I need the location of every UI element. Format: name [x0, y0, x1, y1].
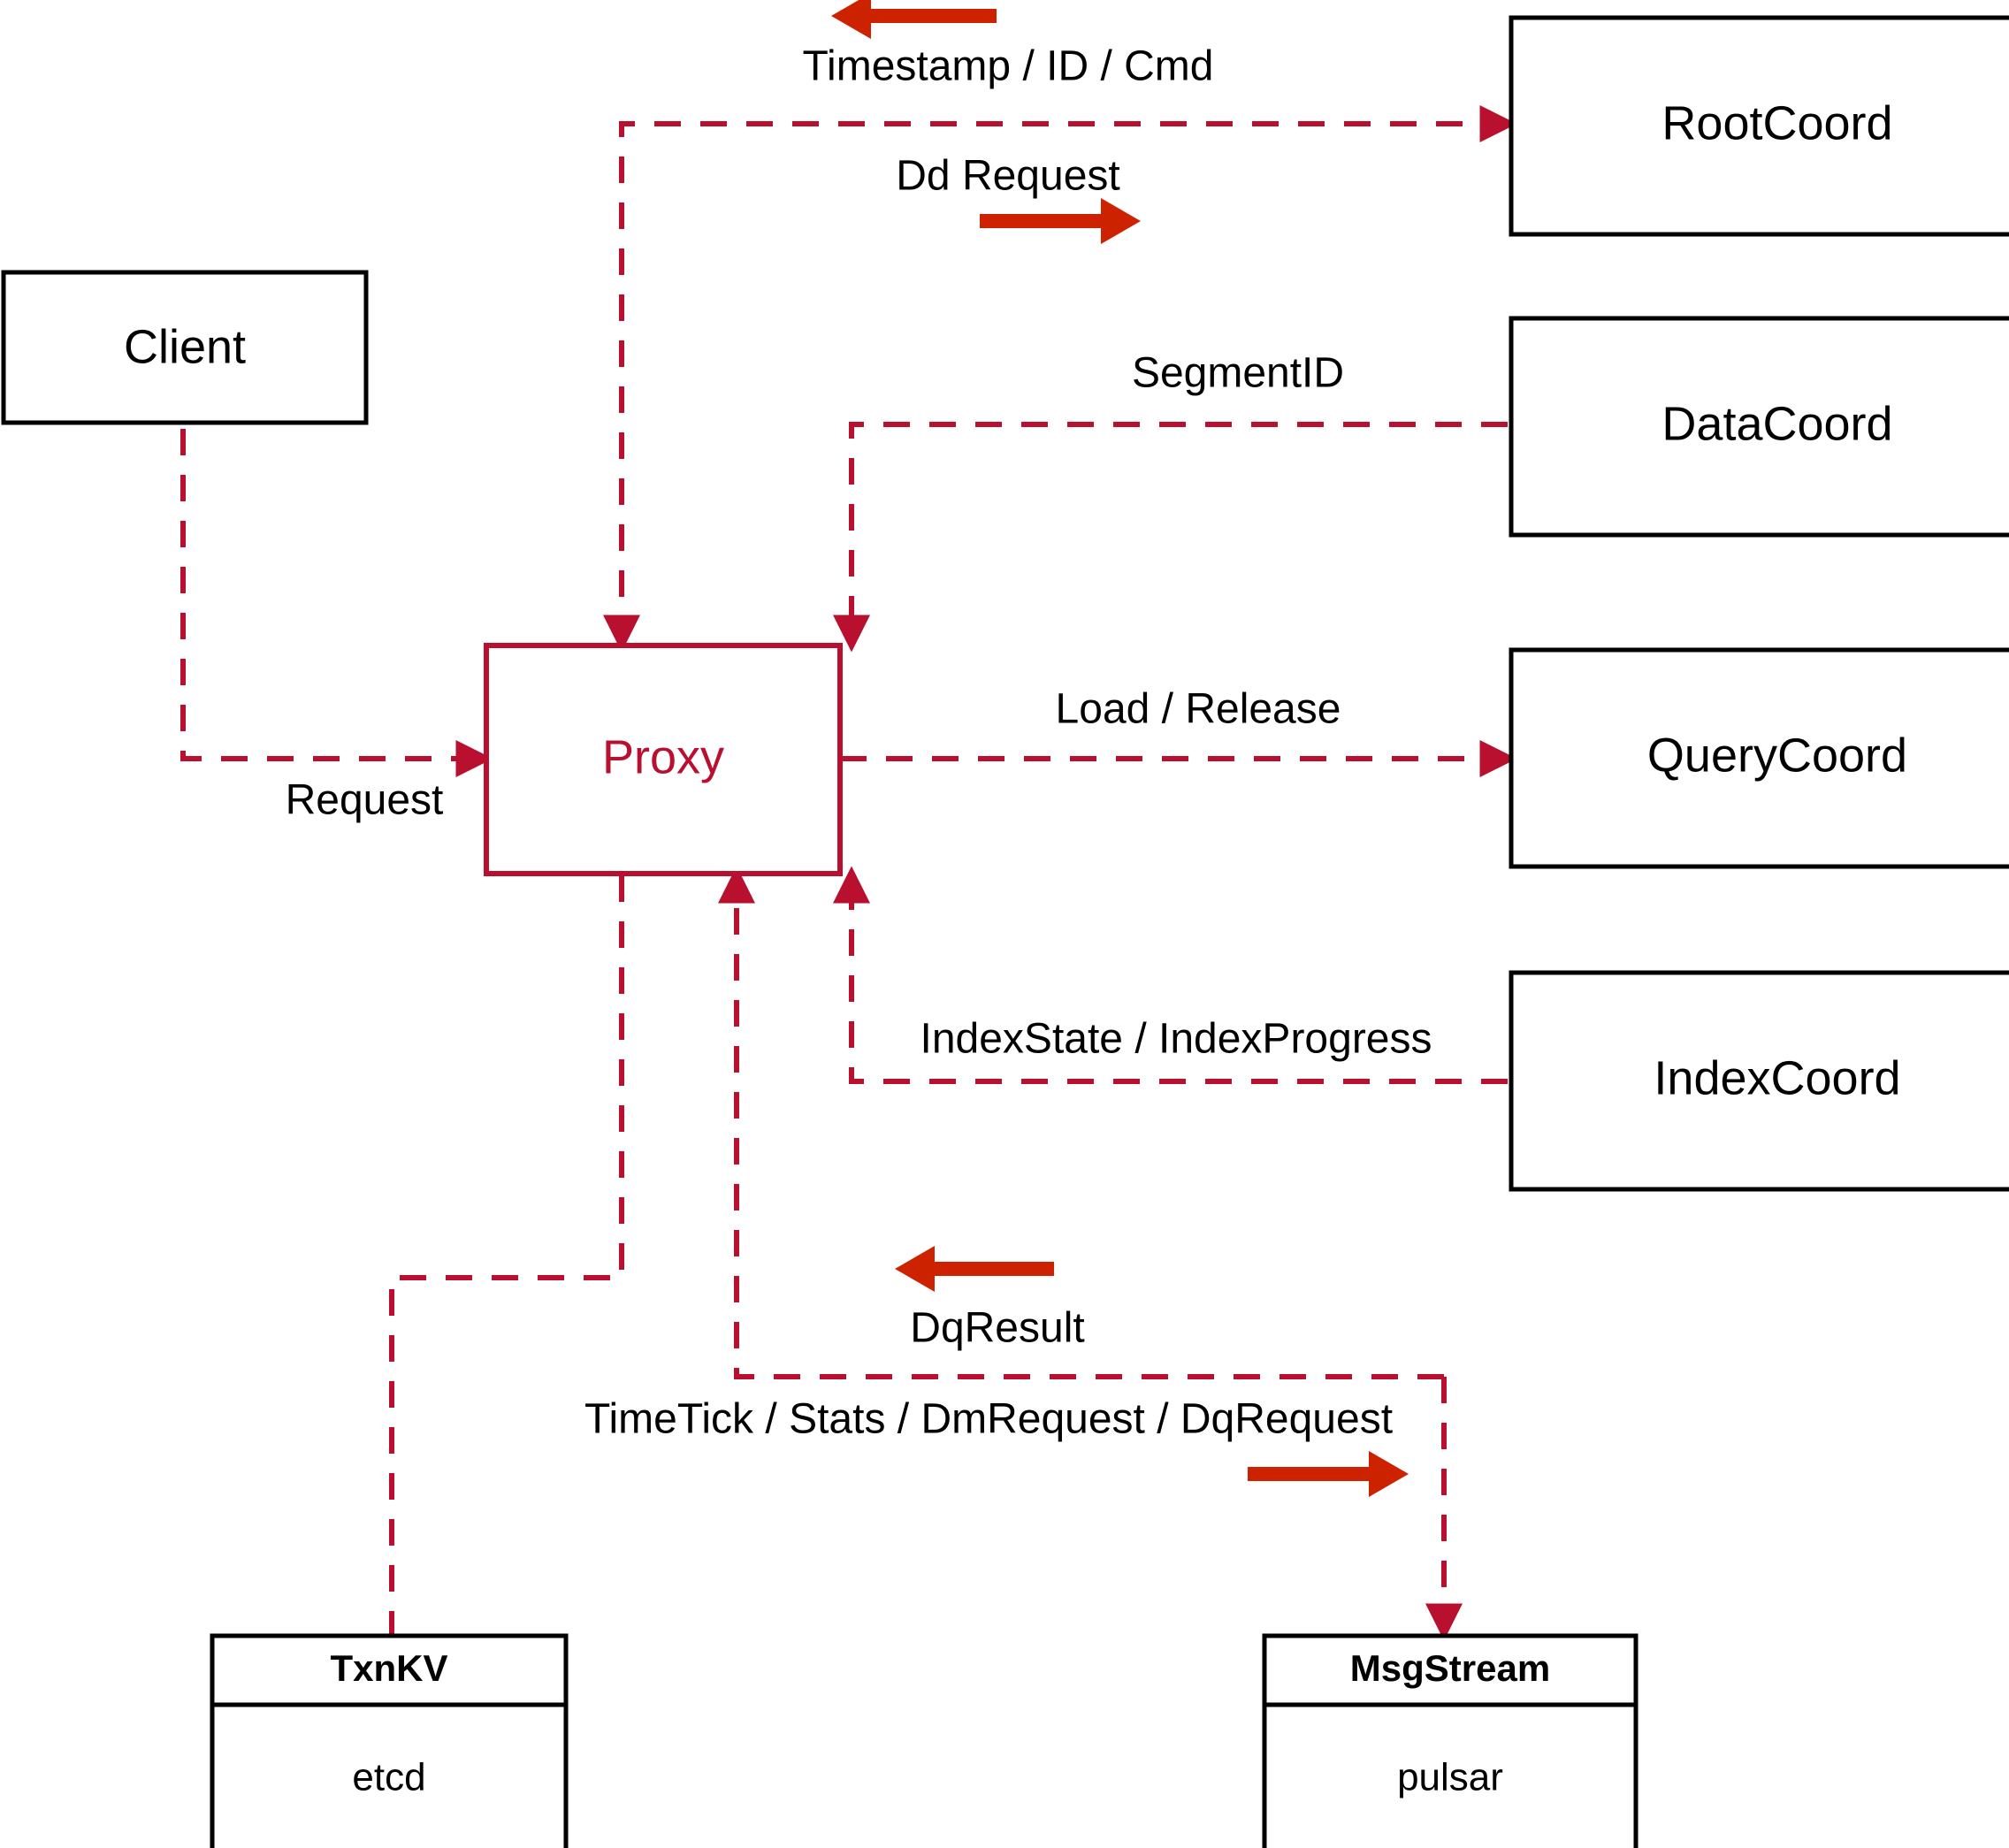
node-client-label: Client [124, 320, 246, 373]
edge-path-proxy-rootcoord [603, 105, 1517, 653]
node-msgstream[interactable]: MsgStream pulsar [1262, 1633, 1639, 1848]
node-indexcoord[interactable]: IndexCoord [1509, 970, 2009, 1192]
direction-arrow-timestamp [831, 0, 997, 39]
edge-path-client-proxy [180, 429, 493, 777]
node-msgstream-impl: pulsar [1397, 1756, 1503, 1799]
node-txnkv-label: TxnKV [330, 1647, 447, 1689]
edge-label-dq-result: DqResult [910, 1305, 1084, 1352]
edge-path-datacoord-proxy [833, 422, 1508, 653]
edge-label-index-state-progress: IndexState / IndexProgress [920, 1016, 1432, 1063]
node-txnkv[interactable]: TxnKV etcd [210, 1633, 569, 1848]
edge-path-msgstream-proxy [718, 866, 1444, 1379]
edge-path-proxy-txnkv [389, 875, 624, 1634]
direction-arrow-timetick [1248, 1451, 1409, 1497]
node-datacoord[interactable]: DataCoord [1509, 316, 2009, 538]
direction-arrow-dq-result [895, 1246, 1054, 1292]
edge-label-timetick-stats: TimeTick / Stats / DmRequest / DqRequest [584, 1396, 1393, 1443]
node-querycoord[interactable]: QueryCoord [1509, 647, 2009, 869]
edge-label-segment-id: SegmentID [1132, 350, 1344, 397]
edge-label-request: Request [286, 777, 444, 824]
node-querycoord-label: QueryCoord [1647, 729, 1907, 782]
edge-label-load-release: Load / Release [1056, 686, 1341, 733]
edge-path-indexcoord-proxy [833, 866, 1508, 1084]
node-rootcoord[interactable]: RootCoord [1509, 15, 2009, 237]
node-indexcoord-label: IndexCoord [1654, 1051, 1900, 1104]
node-rootcoord-label: RootCoord [1661, 96, 1892, 149]
edge-label-dd-request: Dd Request [896, 153, 1119, 200]
edge-label-timestamp-id-cmd: Timestamp / ID / Cmd [803, 43, 1214, 90]
node-datacoord-label: DataCoord [1661, 397, 1892, 450]
node-proxy[interactable]: Proxy [484, 643, 843, 876]
node-msgstream-label: MsgStream [1350, 1647, 1550, 1689]
node-proxy-label: Proxy [602, 730, 724, 783]
node-client[interactable]: Client [1, 270, 369, 425]
direction-arrow-dd-request [980, 198, 1141, 244]
node-txnkv-impl: etcd [352, 1756, 425, 1799]
